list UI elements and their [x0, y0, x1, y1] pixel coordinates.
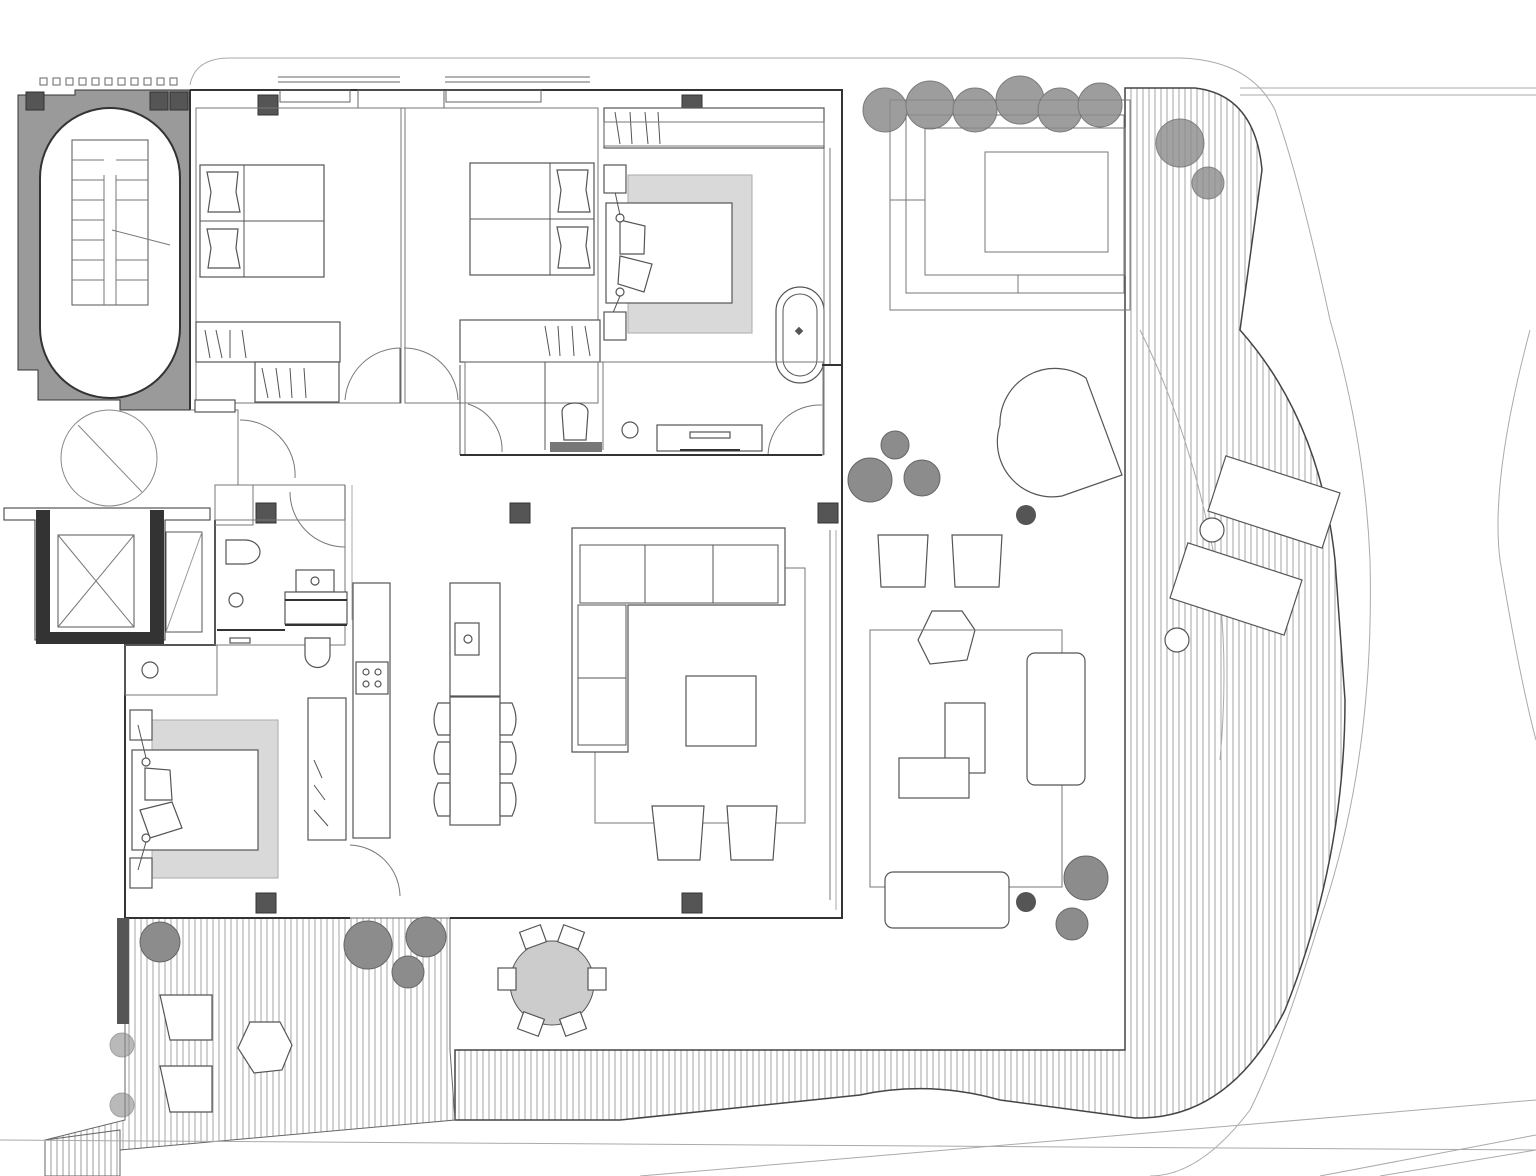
sun-loungers: [1164, 455, 1341, 653]
guest-bathroom: [124, 519, 348, 696]
living-room: [571, 527, 837, 910]
plants: [109, 75, 1225, 1118]
outdoor-daybed: [996, 367, 1123, 498]
bedroom-3: [129, 697, 401, 897]
master-bathroom: [460, 361, 842, 456]
bedroom-1: [195, 107, 402, 404]
terrace-chairs-left: [117, 918, 293, 1113]
dining-table-outdoor: [497, 924, 607, 1037]
pool: [889, 99, 1131, 311]
stair-core: [17, 77, 191, 411]
bedroom-2: [403, 107, 601, 455]
corridor: [190, 399, 353, 620]
master-bedroom: [603, 107, 831, 455]
elevator: [3, 409, 211, 644]
kitchen: [352, 582, 517, 839]
outdoor-lounge: [869, 505, 1086, 929]
windows-top: [278, 76, 590, 109]
site-boundary: [0, 57, 1536, 1176]
